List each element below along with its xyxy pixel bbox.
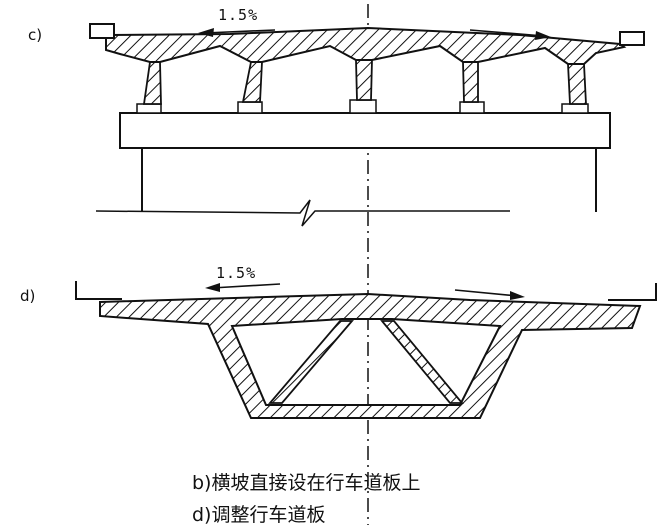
beam-web — [142, 61, 162, 105]
curb-right — [619, 31, 645, 46]
truss-diagonal-right — [380, 320, 464, 404]
caption-line-1: b)横坡直接设在行车道板上 — [192, 472, 421, 494]
curb-left — [75, 281, 122, 300]
box-girder-section — [99, 292, 642, 419]
bearing-pad — [459, 101, 485, 114]
top-cross-section — [89, 23, 645, 227]
bearing-pad — [237, 101, 263, 114]
beam-web — [462, 61, 479, 103]
slope-arrowhead-left — [198, 28, 214, 37]
bearing-pad — [136, 103, 162, 114]
deck-slab — [105, 26, 627, 65]
slope-arrowhead-left — [205, 283, 220, 292]
curb-right — [608, 283, 657, 301]
slope-arrow-left — [211, 283, 281, 289]
slope-arrow-left — [204, 29, 276, 34]
slope-arrowhead-right — [535, 31, 551, 40]
slope-arrow-right — [454, 289, 519, 297]
section-label-c: c) — [28, 26, 43, 44]
curb-left — [89, 23, 115, 39]
slope-label-bottom: 1.5% — [216, 264, 257, 282]
caption-line-2: d)调整行车道板 — [192, 504, 326, 526]
bearing-pad — [561, 103, 589, 114]
slope-label-top: 1.5% — [218, 6, 259, 24]
slope-arrowhead-right — [510, 291, 525, 300]
beam-web — [241, 61, 263, 103]
bearing-pad — [349, 99, 377, 114]
ground-line — [95, 199, 510, 227]
beam-web — [567, 63, 587, 105]
pier-cap — [119, 112, 611, 149]
truss-diagonal-left — [268, 320, 354, 404]
slope-arrow-right — [469, 29, 545, 37]
bottom-cross-section — [75, 281, 657, 419]
beam-web — [355, 59, 373, 101]
section-label-d: d) — [20, 287, 36, 305]
